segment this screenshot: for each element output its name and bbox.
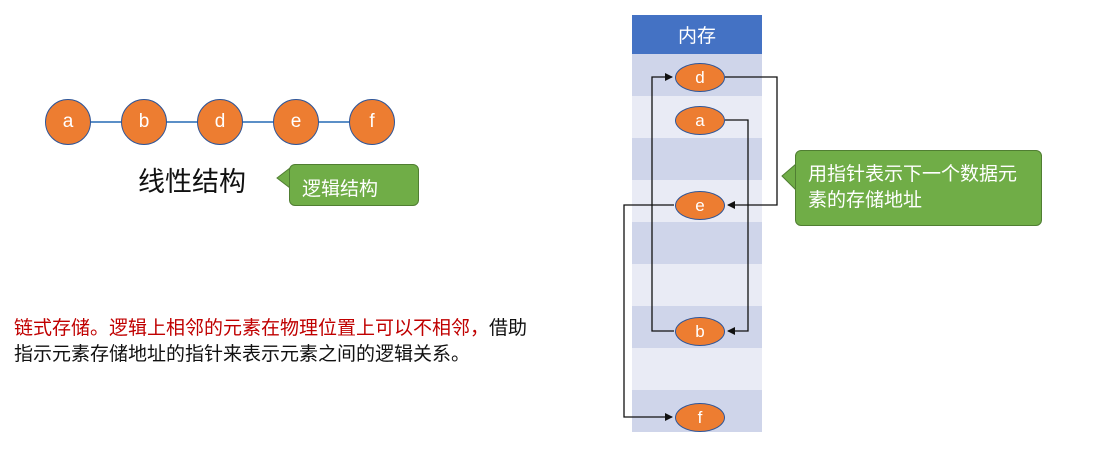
memory-header: 内存 <box>632 15 762 54</box>
memory-cell <box>632 264 762 306</box>
description-red-text: 链式存储。逻辑上相邻的元素在物理位置上可以不相邻， <box>14 317 490 339</box>
memory-node-a: a <box>675 106 725 135</box>
memory-cell <box>632 138 762 180</box>
memory-cell <box>632 348 762 390</box>
memory-column: 内存 <box>632 15 762 432</box>
linear-node-e: e <box>273 99 319 145</box>
linear-node-b: b <box>121 99 167 145</box>
linear-node-d: d <box>197 99 243 145</box>
memory-node-d: d <box>675 63 725 92</box>
linear-node-a: a <box>45 99 91 145</box>
logic-structure-callout: 逻辑结构 <box>289 164 419 206</box>
pointer-d-to-e <box>725 76 778 209</box>
logic-structure-callout-text: 逻辑结构 <box>302 178 379 200</box>
memory-node-f: f <box>675 403 725 432</box>
linear-structure-label: 线性结构 <box>138 167 246 198</box>
memory-node-e: e <box>675 191 725 220</box>
memory-cell <box>632 222 762 264</box>
pointer-e-to-f <box>623 204 674 421</box>
description-black-text: 借助指示元素存储地址的指针来表示元素之间的逻辑关系。 <box>14 317 528 365</box>
memory-node-b: b <box>675 317 725 346</box>
pointer-callout: 用指针表示下一个数据元素的存储地址 <box>795 150 1042 226</box>
pointer-a-to-b <box>725 119 749 335</box>
pointer-callout-text: 用指针表示下一个数据元素的存储地址 <box>808 163 1018 211</box>
linear-node-f: f <box>349 99 395 145</box>
description-paragraph: 链式存储。逻辑上相邻的元素在物理位置上可以不相邻，借助指示元素存储地址的指针来表… <box>14 315 534 367</box>
pointer-b-to-d <box>651 73 674 332</box>
